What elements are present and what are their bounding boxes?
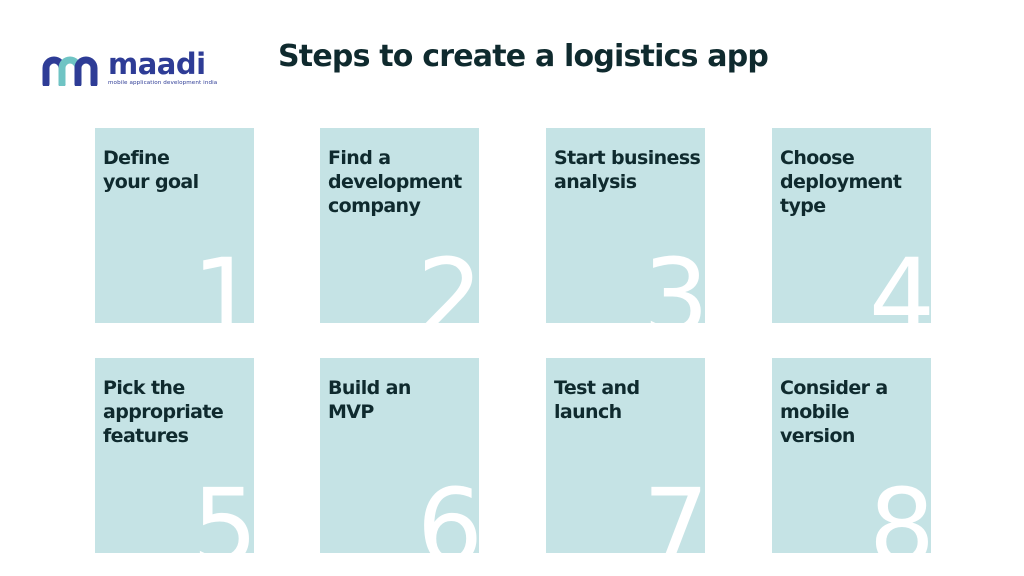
- brand-name: maadi: [108, 47, 206, 81]
- maadi-logo-icon: [42, 56, 98, 86]
- step-card-7: Test and launch 7: [546, 358, 705, 553]
- step-number-7: 7: [642, 466, 705, 553]
- page-title: Steps to create a logistics app: [278, 39, 769, 74]
- step-title-6: Build an MVP: [328, 377, 411, 423]
- step-number-5: 5: [191, 466, 254, 553]
- step-title-1: Define your goal: [103, 147, 199, 193]
- step-title-8: Consider a mobile version: [780, 377, 888, 447]
- step-card-5: Pick the appropriate features 5: [95, 358, 254, 553]
- step-card-3: Start business analysis 3: [546, 128, 705, 323]
- step-number-3: 3: [642, 236, 705, 323]
- step-number-4: 4: [868, 236, 931, 323]
- step-number-2: 2: [416, 236, 479, 323]
- step-card-2: Find a development company 2: [320, 128, 479, 323]
- brand-tagline: mobile application development india: [108, 80, 218, 86]
- step-number-1: 1: [191, 236, 254, 323]
- step-card-6: Build an MVP 6: [320, 358, 479, 553]
- step-title-3: Start business analysis: [554, 147, 701, 193]
- step-number-6: 6: [416, 466, 479, 553]
- step-card-8: Consider a mobile version 8: [772, 358, 931, 553]
- maadi-logo: maadi mobile application development ind…: [42, 47, 232, 92]
- step-title-4: Choose deployment type: [780, 147, 902, 217]
- step-title-7: Test and launch: [554, 377, 640, 423]
- step-card-4: Choose deployment type 4: [772, 128, 931, 323]
- step-title-5: Pick the appropriate features: [103, 377, 224, 447]
- step-card-1: Define your goal 1: [95, 128, 254, 323]
- step-number-8: 8: [868, 466, 931, 553]
- step-title-2: Find a development company: [328, 147, 462, 217]
